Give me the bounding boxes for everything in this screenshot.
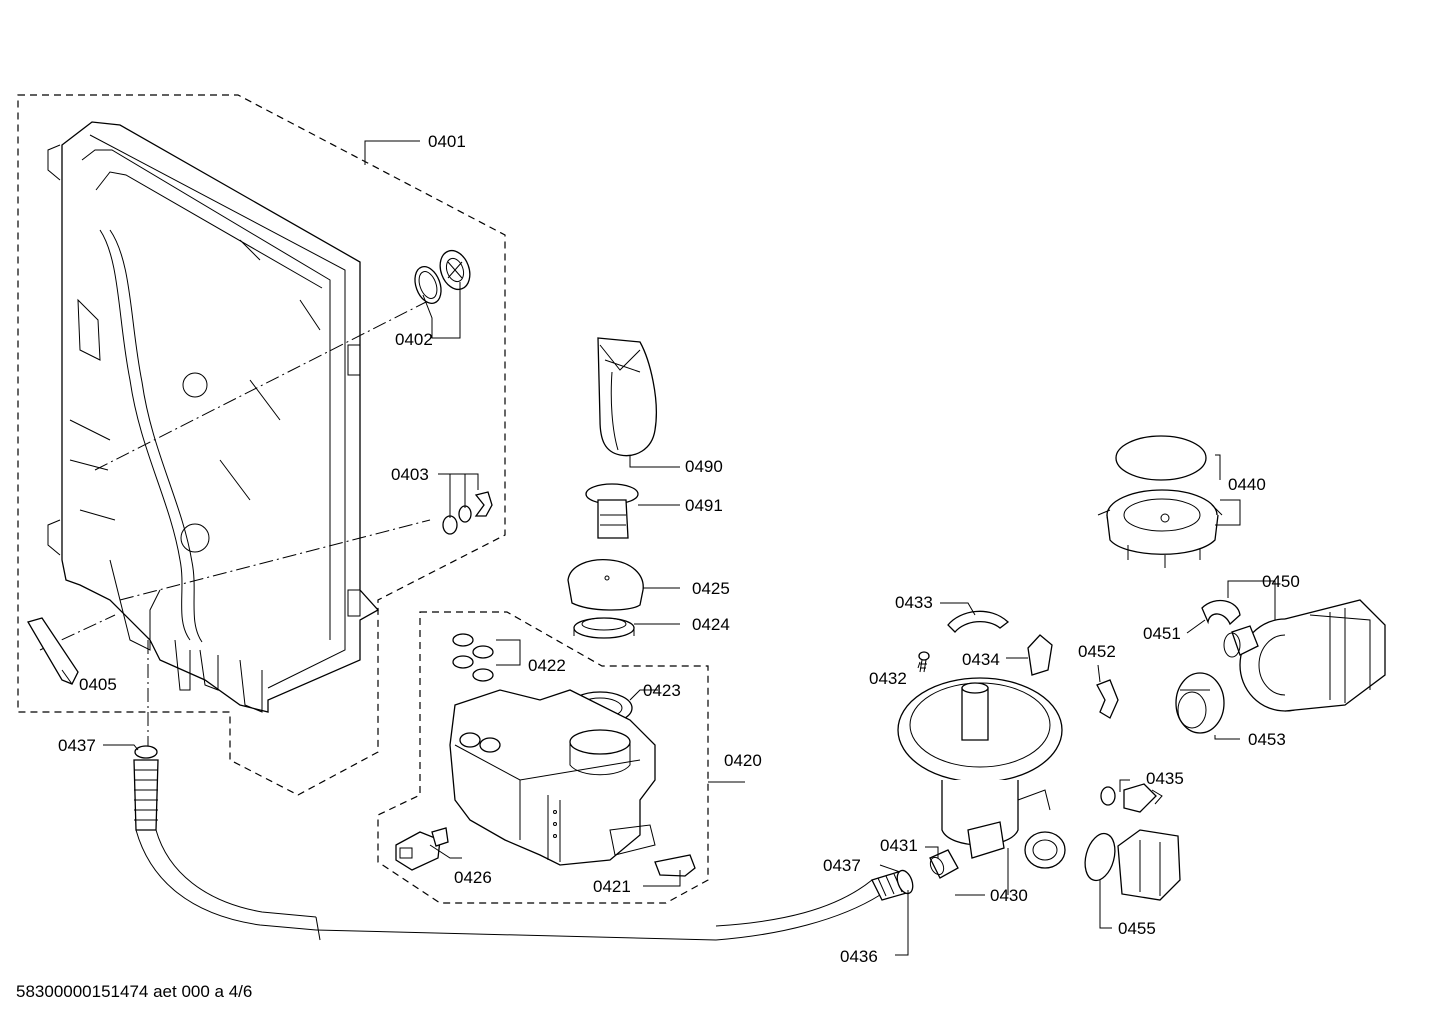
label-0430: 0430: [990, 886, 1028, 905]
label-0432: 0432: [869, 669, 907, 688]
label-0437-left: 0437: [58, 736, 96, 755]
label-0403: 0403: [391, 465, 429, 484]
valve-part: [395, 827, 449, 871]
label-0452: 0452: [1078, 642, 1116, 661]
seal-set-part: [452, 633, 494, 682]
label-0450: 0450: [1262, 572, 1300, 591]
label-0426: 0426: [454, 868, 492, 887]
bracket-part: [654, 854, 696, 877]
label-0440: 0440: [1228, 475, 1266, 494]
bracket-clip-part: [1027, 634, 1053, 676]
nut-part: [439, 249, 471, 291]
label-0424: 0424: [692, 615, 730, 634]
label-0423: 0423: [643, 681, 681, 700]
softener-housing-part: [449, 689, 656, 866]
arch-clip-part: [947, 610, 1010, 633]
heater-housing-part: [1097, 489, 1223, 568]
small-bracket-part: [1096, 679, 1119, 719]
label-0401: 0401: [428, 132, 466, 151]
label-0433: 0433: [895, 593, 933, 612]
label-0422: 0422: [528, 656, 566, 675]
tub-axis-dashdot: [94, 299, 431, 471]
circulation-pump-part: [1223, 599, 1386, 712]
gasket-ring-part: [414, 266, 442, 304]
label-0402: 0402: [395, 330, 433, 349]
label-0453: 0453: [1248, 730, 1286, 749]
o-ring-part: [1115, 435, 1207, 481]
label-0437-right: 0437: [823, 856, 861, 875]
screw-part: [918, 651, 930, 673]
seal-ring-part: [573, 617, 635, 639]
pump-seal-part: [1175, 672, 1225, 734]
assembly-outline-tub-side: [17, 94, 506, 796]
label-0405: 0405: [79, 675, 117, 694]
hose-clamp-part: [1201, 599, 1241, 626]
label-0436: 0436: [840, 947, 878, 966]
label-0421: 0421: [593, 877, 631, 896]
label-0451: 0451: [1143, 624, 1181, 643]
sump-part: [897, 677, 1066, 869]
assembly-outline-sump-group: [377, 611, 709, 904]
drain-hose-right-part: [715, 869, 914, 941]
hose-connector-part: [929, 849, 959, 879]
label-0455: 0455: [1118, 919, 1156, 938]
label-0490: 0490: [685, 457, 723, 476]
tub-axis-dashdot-2: [119, 519, 431, 601]
label-0431: 0431: [880, 836, 918, 855]
clip-part: [27, 617, 79, 685]
label-0434: 0434: [962, 650, 1000, 669]
funnel-part: [597, 337, 657, 457]
side-wall-panel-part: [47, 121, 380, 713]
drain-pump-part: [1084, 829, 1181, 901]
cap-part: [567, 559, 644, 611]
leader-lines: [61, 140, 1276, 956]
drain-hose-left-part: [133, 745, 717, 941]
document-footer: 58300000151474 aet 000 a 4/6: [16, 982, 252, 1001]
sensor-part: [1100, 783, 1163, 813]
label-0420: 0420: [724, 751, 762, 770]
label-0425: 0425: [692, 579, 730, 598]
label-0491: 0491: [685, 496, 723, 515]
nozzle-part: [585, 483, 639, 539]
label-0435: 0435: [1146, 769, 1184, 788]
